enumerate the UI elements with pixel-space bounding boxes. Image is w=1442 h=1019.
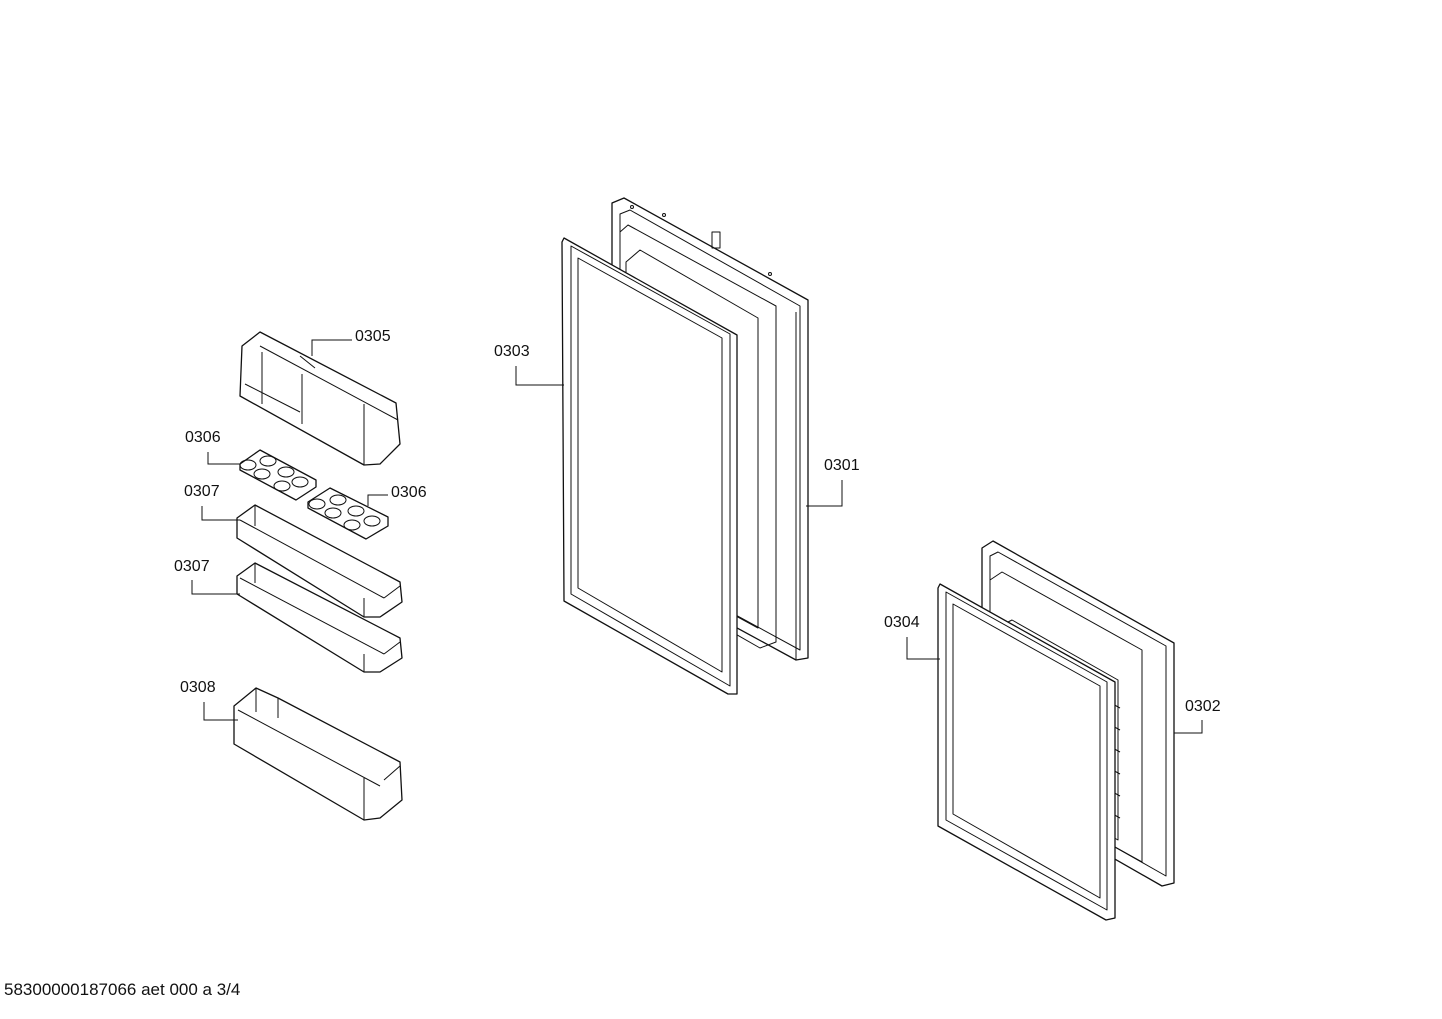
callout-0308: 0308 — [180, 679, 216, 696]
part-0307-shelf-lower — [236, 562, 403, 673]
callout-0307-lower: 0307 — [174, 558, 210, 575]
part-0308-bottle-shelf — [233, 687, 403, 821]
part-0305-dairy-compartment — [239, 331, 401, 466]
part-0306-egg-tray-left — [239, 449, 317, 501]
callout-0302: 0302 — [1185, 698, 1221, 715]
drawing-code: 58300000187066 aet 000 a 3/4 — [4, 980, 241, 999]
part-0306-egg-tray-right — [307, 487, 389, 540]
part-0307-shelf-upper — [236, 504, 403, 618]
callout-0306-left: 0306 — [185, 429, 221, 446]
callout-0304: 0304 — [884, 614, 920, 631]
leader-lines — [191, 339, 1203, 734]
callout-0307-upper: 0307 — [184, 483, 220, 500]
callout-0305: 0305 — [355, 328, 391, 345]
part-0304-gasket — [937, 583, 1116, 921]
callout-0303: 0303 — [494, 343, 530, 360]
callout-0301: 0301 — [824, 457, 860, 474]
part-0303-gasket — [561, 237, 738, 695]
callout-labels: 0305 0306 0306 0307 0307 0308 0303 0301 … — [174, 328, 1221, 715]
callout-0306-right: 0306 — [391, 484, 427, 501]
